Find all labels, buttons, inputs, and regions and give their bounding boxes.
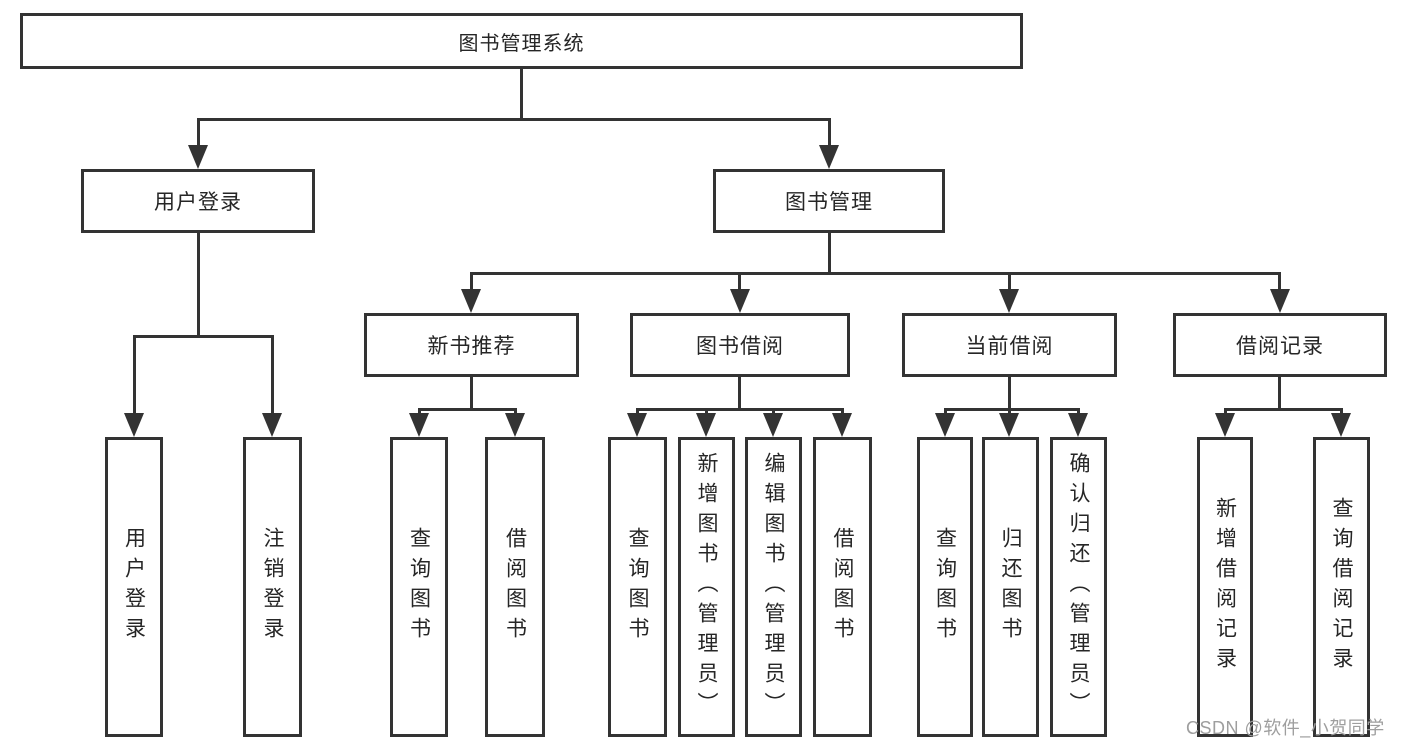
- connector-line: [1008, 275, 1011, 291]
- node-root: 图书管理系统: [20, 13, 1023, 69]
- leaf-user-login-label: 用户登录: [122, 527, 146, 647]
- connector-line: [944, 408, 1080, 411]
- connector-line: [520, 69, 523, 118]
- arrow-head: [999, 413, 1019, 437]
- leaf-query-book-recommend-label: 查询图书: [407, 527, 431, 647]
- connector-line: [133, 335, 274, 338]
- arrow-head: [262, 413, 282, 437]
- leaf-borrow-book-label: 借阅图书: [831, 527, 854, 647]
- node-user-login: 用户登录: [81, 169, 315, 233]
- connector-line: [1278, 275, 1281, 291]
- leaf-return-book: 归还图书: [982, 437, 1039, 737]
- connector-line: [418, 408, 517, 411]
- connector-line: [197, 121, 200, 147]
- node-new-book-recommend: 新书推荐: [364, 313, 579, 377]
- csdn-watermark: CSDN @软件_小贺同学: [1186, 718, 1385, 738]
- arrow-head: [763, 413, 783, 437]
- arrow-head: [461, 289, 481, 313]
- leaf-borrow-book-recommend: 借阅图书: [485, 437, 545, 737]
- connector-line: [1278, 377, 1281, 408]
- leaf-query-book-current: 查询图书: [917, 437, 973, 737]
- leaf-query-book-current-label: 查询图书: [933, 527, 957, 647]
- node-book-management: 图书管理: [713, 169, 945, 233]
- leaf-confirm-return-admin: 确认归还（管理员）: [1050, 437, 1107, 737]
- leaf-borrow-book-recommend-label: 借阅图书: [503, 527, 527, 647]
- connector-line: [197, 233, 200, 335]
- connector-line: [133, 338, 136, 415]
- connector-line: [636, 408, 844, 411]
- connector-line: [470, 272, 1281, 275]
- arrow-head: [124, 413, 144, 437]
- connector-line: [1224, 408, 1343, 411]
- arrow-head: [1270, 289, 1290, 313]
- node-book-borrowing-label: 图书借阅: [696, 335, 784, 358]
- node-current-borrowing-label: 当前借阅: [965, 335, 1054, 358]
- connector-line: [1008, 377, 1011, 408]
- connector-line: [828, 121, 831, 147]
- arrow-head: [819, 145, 839, 169]
- node-borrow-records-label: 借阅记录: [1236, 335, 1324, 358]
- arrow-head: [696, 413, 716, 437]
- leaf-edit-book-admin: 编辑图书（管理员）: [745, 437, 802, 737]
- leaf-logout-login-label: 注销登录: [261, 527, 284, 647]
- node-new-book-recommend-label: 新书推荐: [427, 335, 516, 358]
- arrow-head: [1331, 413, 1351, 437]
- connector-line: [470, 275, 473, 291]
- arrow-head: [1068, 413, 1088, 437]
- leaf-query-book-borrowing-label: 查询图书: [626, 527, 649, 647]
- leaf-add-borrow-record: 新增借阅记录: [1197, 437, 1253, 737]
- node-book-management-label: 图书管理: [785, 191, 873, 214]
- arrow-head: [627, 413, 647, 437]
- arrow-head: [1215, 413, 1235, 437]
- leaf-query-borrow-record: 查询借阅记录: [1313, 437, 1370, 737]
- connector-line: [197, 118, 831, 121]
- connector-line: [828, 233, 831, 272]
- arrow-head: [832, 413, 852, 437]
- leaf-user-login: 用户登录: [105, 437, 163, 737]
- leaf-add-borrow-record-label: 新增借阅记录: [1213, 497, 1237, 677]
- node-borrow-records: 借阅记录: [1173, 313, 1387, 377]
- connector-line: [271, 338, 274, 415]
- leaf-borrow-book: 借阅图书: [813, 437, 872, 737]
- leaf-edit-book-admin-label: 编辑图书（管理员）: [762, 452, 785, 722]
- node-current-borrowing: 当前借阅: [902, 313, 1117, 377]
- node-user-login-label: 用户登录: [154, 191, 242, 214]
- connector-line: [738, 377, 741, 408]
- connector-line: [738, 275, 741, 291]
- node-book-borrowing: 图书借阅: [630, 313, 850, 377]
- arrow-head: [999, 289, 1019, 313]
- leaf-query-book-recommend: 查询图书: [390, 437, 448, 737]
- node-root-label: 图书管理系统: [458, 32, 585, 55]
- leaf-add-book-admin-label: 新增图书（管理员）: [695, 452, 718, 722]
- arrow-head: [730, 289, 750, 313]
- leaf-query-borrow-record-label: 查询借阅记录: [1330, 497, 1353, 677]
- leaf-confirm-return-admin-label: 确认归还（管理员）: [1067, 452, 1090, 722]
- leaf-return-book-label: 归还图书: [999, 527, 1022, 647]
- leaf-logout-login: 注销登录: [243, 437, 302, 737]
- leaf-query-book-borrowing: 查询图书: [608, 437, 667, 737]
- arrow-head: [409, 413, 429, 437]
- connector-line: [470, 377, 473, 408]
- arrow-head: [188, 145, 208, 169]
- arrow-head: [505, 413, 525, 437]
- arrow-head: [935, 413, 955, 437]
- leaf-add-book-admin: 新增图书（管理员）: [678, 437, 735, 737]
